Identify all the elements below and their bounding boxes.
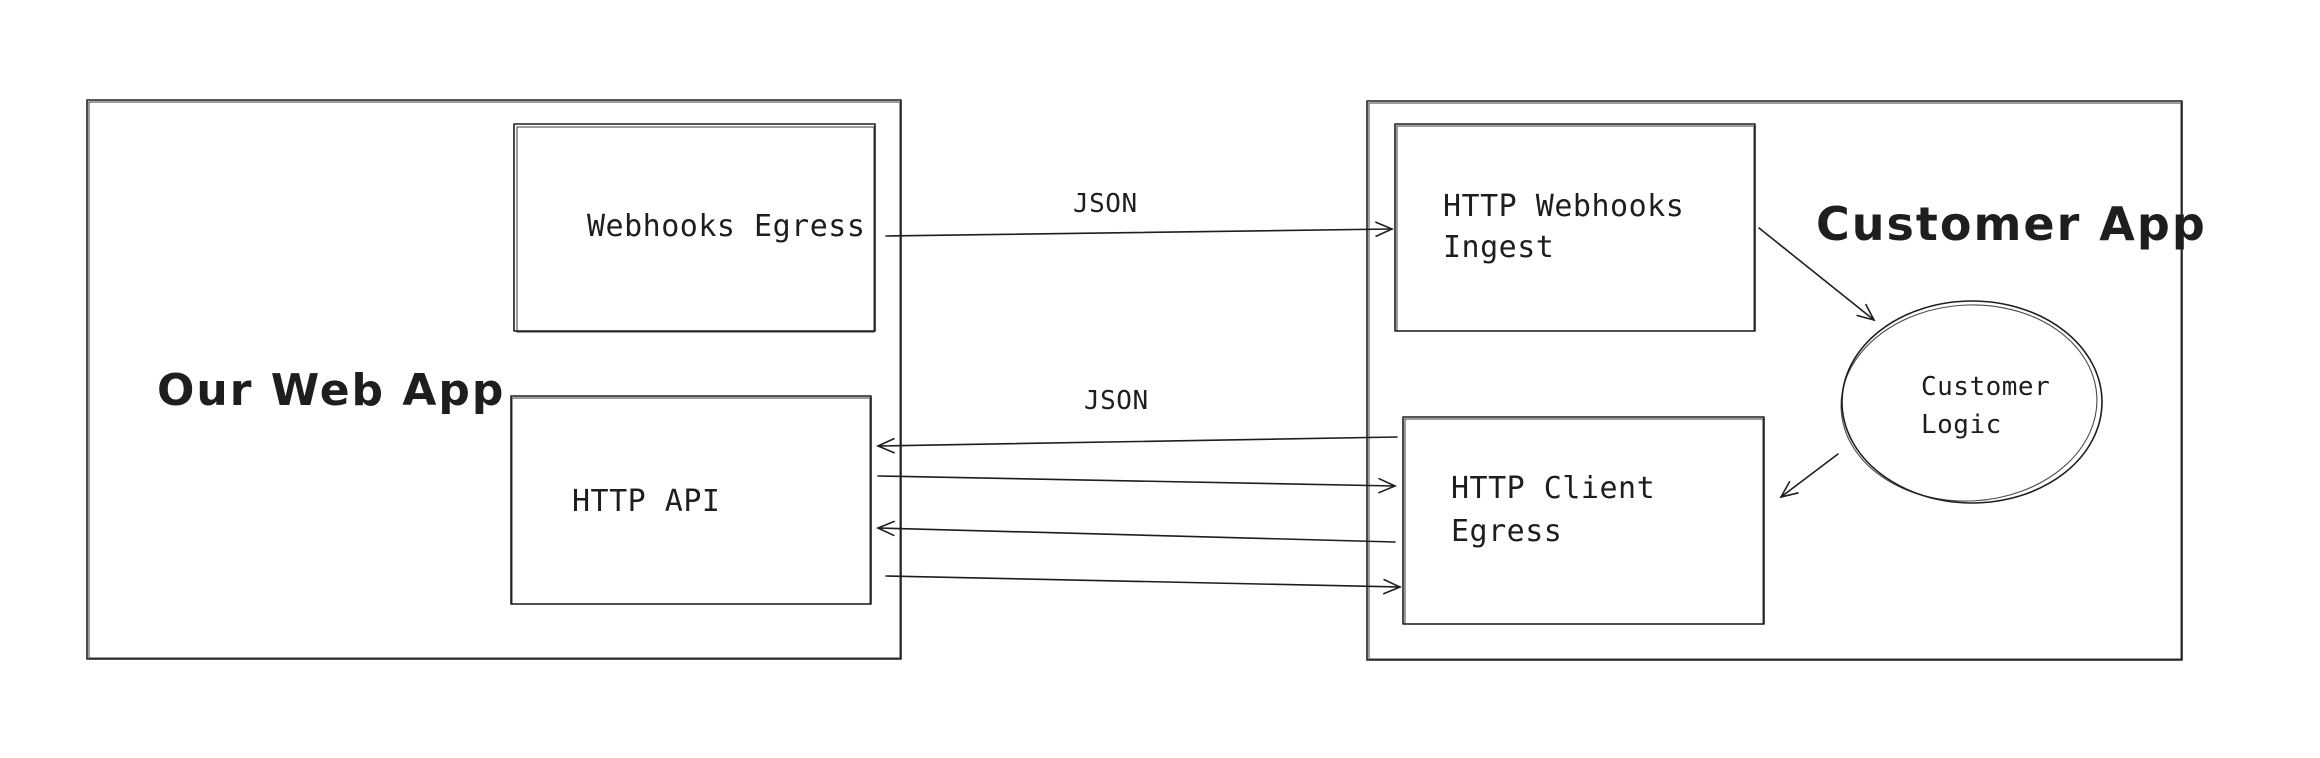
our-web-app-title: Our Web App bbox=[157, 365, 505, 416]
arrow-ingest-to-logic bbox=[1758, 227, 1876, 322]
http-api-box bbox=[510, 395, 872, 605]
webhooks-egress-label: Webhooks Egress bbox=[587, 209, 865, 244]
webhooks-ingest-label-line2: Ingest bbox=[1443, 230, 1554, 265]
customer-app-title: Customer App bbox=[1816, 197, 2207, 251]
customer-logic-label-line2: Logic bbox=[1921, 410, 2002, 440]
webhooks-ingest-box bbox=[1394, 123, 1756, 332]
client-egress-label-line2: Egress bbox=[1451, 514, 1562, 549]
webhooks-ingest-label-line1: HTTP Webhooks bbox=[1443, 189, 1684, 224]
arrow-api-to-client-1 bbox=[877, 475, 1397, 494]
client-egress-label-line1: HTTP Client bbox=[1451, 471, 1655, 506]
customer-logic-label-line1: Customer bbox=[1921, 372, 2050, 402]
arrow-client-to-api-2 bbox=[876, 520, 1396, 543]
customer-logic-node bbox=[1840, 300, 2103, 504]
http-api-label: HTTP API bbox=[572, 484, 721, 519]
arrow-client-to-api-1 bbox=[876, 436, 1398, 454]
webhooks-egress-box bbox=[513, 123, 876, 333]
client-egress-box bbox=[1402, 416, 1765, 625]
json-label-api: JSON bbox=[1084, 386, 1149, 416]
our-web-app-container bbox=[86, 99, 902, 660]
arrow-logic-to-client-egress bbox=[1779, 453, 1839, 499]
arrow-api-to-client-2 bbox=[885, 575, 1402, 595]
json-label-webhook: JSON bbox=[1073, 189, 1138, 219]
customer-app-container bbox=[1366, 100, 2183, 661]
arrow-webhook-to-ingest bbox=[885, 221, 1394, 238]
